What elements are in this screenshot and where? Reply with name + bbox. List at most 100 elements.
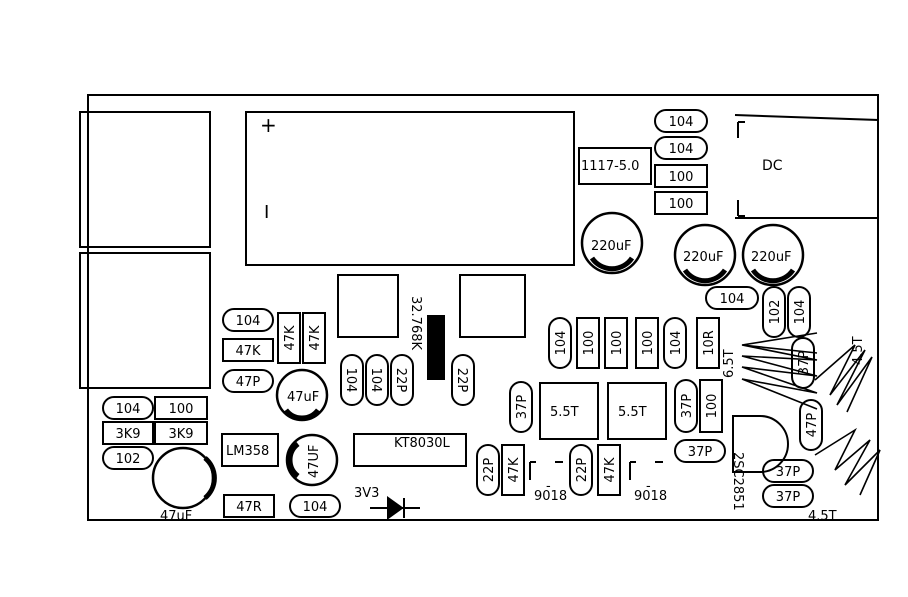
part-label: 37P [776,490,801,505]
part-0: 100 [654,164,708,188]
part-label: 100 [641,331,656,356]
inductor-b-label: 5.5T [618,405,647,420]
dc-jack-outline [734,114,879,219]
coil-6-5t-label: 6.5T [722,349,737,378]
part-label: 104 [343,368,358,393]
battery-plus: + [260,113,277,137]
crystal-label: 32.768K [408,296,423,350]
ic-kt8030l [353,433,467,467]
part-p104-row: 104 [548,317,572,369]
part-p100-v: 100 [699,379,723,433]
part-p104-lb: 104 [102,396,154,420]
part-p100-lb: 100 [154,396,208,420]
transistor-9018-b: 9018 [634,489,667,504]
battery-minus: I [264,202,269,223]
part-p104-mid2: 104 [787,286,811,338]
part-label: 47P [236,375,261,390]
relay-b [459,274,526,338]
connector-bottom [79,252,211,389]
cap-47uf-b: 47UF [307,444,322,478]
part-p47r: 47R [223,494,275,518]
mark-minus-a: - [546,479,551,494]
cap-220uf-b: 220uF [683,250,724,265]
part-label: 104 [669,115,694,130]
part-label: 10R [702,330,717,356]
part-label: 37P [680,394,695,419]
part-p104-left: 104 [222,308,274,332]
part-p10r: 10R [702,330,717,356]
part-p104-v2: 104 [365,354,389,406]
ic-lm358-label: LM358 [226,444,269,459]
part-label: 47K [283,325,298,351]
regulator-box [578,147,652,185]
part-p37p-b: 37P [509,381,533,433]
transistor-2sc2851: 2SC2851 [730,452,745,511]
part-p47p-left: 47P [222,369,274,393]
part-p47k-b: 47K [302,312,326,364]
part-p100-row2: 100 [604,317,628,369]
part-p104-bot: 104 [289,494,341,518]
part-label: 100 [669,197,694,212]
relay-a [337,274,399,338]
part-label: 47P [805,413,820,438]
connector-top [79,111,211,248]
part-label: 3K9 [115,427,140,442]
part-label: 22P [575,458,590,483]
crystal-body [427,315,445,380]
part-p100-row1: 100 [576,317,600,369]
part-label: 47K [308,325,323,351]
part-label: 100 [705,394,720,419]
part-p47k-a: 47K [277,312,301,364]
part-p104-mid: 104 [705,286,759,310]
part-label: 22P [482,458,497,483]
dc-label: DC [762,158,783,174]
part-p37p-c: 37P [674,379,698,433]
part-label: 102 [116,452,141,467]
part-p22p-a: 22P [476,444,500,496]
res-10r-box [696,317,720,369]
part-label: 37P [688,445,713,460]
cap-47uf-a: 47uF [287,390,319,405]
mark-minus-b: - [646,479,651,494]
part-p102-lb: 102 [102,446,154,470]
ic-lm358 [221,433,279,467]
part-1: 100 [654,191,708,215]
part-p47k-d: 47K [501,444,525,496]
part-label: 100 [610,331,625,356]
part-label: 22P [393,368,408,393]
part-p3k9-b: 3K9 [154,421,208,445]
part-label: 104 [793,300,808,325]
part-1: 104 [654,136,708,160]
part-label: 104 [669,331,684,356]
part-p104-row2: 104 [663,317,687,369]
part-label: 104 [554,331,569,356]
part-p104-v1: 104 [340,354,364,406]
part-label: 104 [368,368,383,393]
cap-220uf-c: 220uF [751,250,792,265]
part-label: 104 [303,500,328,515]
part-label: 37P [776,465,801,480]
part-0: 104 [654,109,708,133]
part-label: 47K [507,457,522,483]
part-p22p-v2: 22P [451,354,475,406]
part-p47p-r: 47P [799,399,823,451]
part-label: 100 [169,402,194,417]
part-p37p-f: 37P [762,459,814,483]
part-label: 104 [116,402,141,417]
part-label: 47R [236,500,262,515]
inductor-a [539,382,599,440]
part-p47k-e: 47K [597,444,621,496]
part-label: 100 [669,170,694,185]
dc-jack-corner [737,121,745,138]
part-label: 22P [454,368,469,393]
part-label: 47K [603,457,618,483]
part-label: 104 [720,292,745,307]
battery-holder [245,111,575,266]
transistor-9018-a: 9018 [534,489,567,504]
inductor-a-label: 5.5T [550,405,579,420]
part-label: 104 [236,314,261,329]
part-p102-mid: 102 [762,286,786,338]
ic-kt8030l-label: KT8030L [394,436,451,451]
part-label: 102 [768,300,783,325]
